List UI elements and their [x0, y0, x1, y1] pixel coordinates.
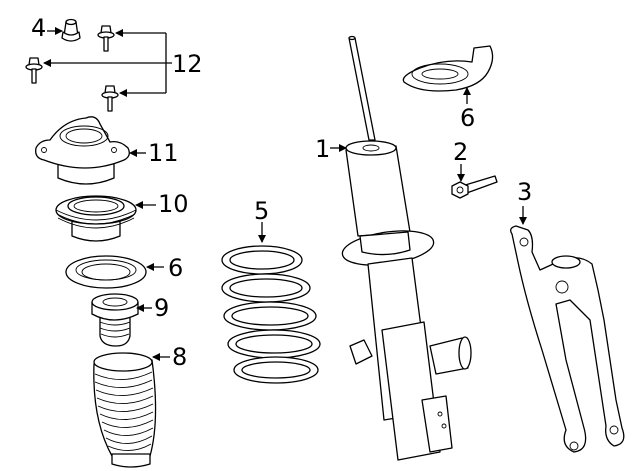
part-4-nut[interactable]	[61, 18, 81, 42]
part-12-bolt-b[interactable]	[25, 57, 43, 84]
leader-12	[43, 29, 172, 97]
callout-3: 3	[517, 178, 532, 206]
part-12-bolt-c[interactable]	[101, 85, 119, 112]
callout-11: 11	[148, 139, 179, 167]
callout-12: 12	[172, 50, 203, 78]
callout-10: 10	[158, 190, 189, 218]
part-2-bolt[interactable]	[451, 175, 498, 199]
part-6-insulator[interactable]	[402, 45, 494, 92]
part-7-spring-seat[interactable]	[65, 255, 147, 289]
callout-9: 9	[154, 294, 169, 322]
callout-6-label: 6	[460, 104, 475, 132]
part-1-strut[interactable]	[340, 35, 472, 461]
part-8-dust-boot[interactable]	[93, 352, 157, 468]
callout-1: 1	[315, 135, 330, 163]
callout-7: 6	[168, 254, 183, 282]
callout-2: 2	[453, 138, 468, 166]
part-3-knuckle[interactable]	[510, 225, 625, 453]
callout-8: 8	[172, 343, 187, 371]
callout-4: 4	[31, 14, 46, 42]
part-10-bearing[interactable]	[55, 195, 137, 242]
part-5-coil-spring[interactable]	[221, 245, 321, 384]
part-9-bump-stop[interactable]	[91, 293, 139, 347]
callout-5: 5	[254, 197, 269, 225]
part-11-upper-mount[interactable]	[35, 116, 130, 185]
part-12-bolt-a[interactable]	[97, 25, 115, 52]
